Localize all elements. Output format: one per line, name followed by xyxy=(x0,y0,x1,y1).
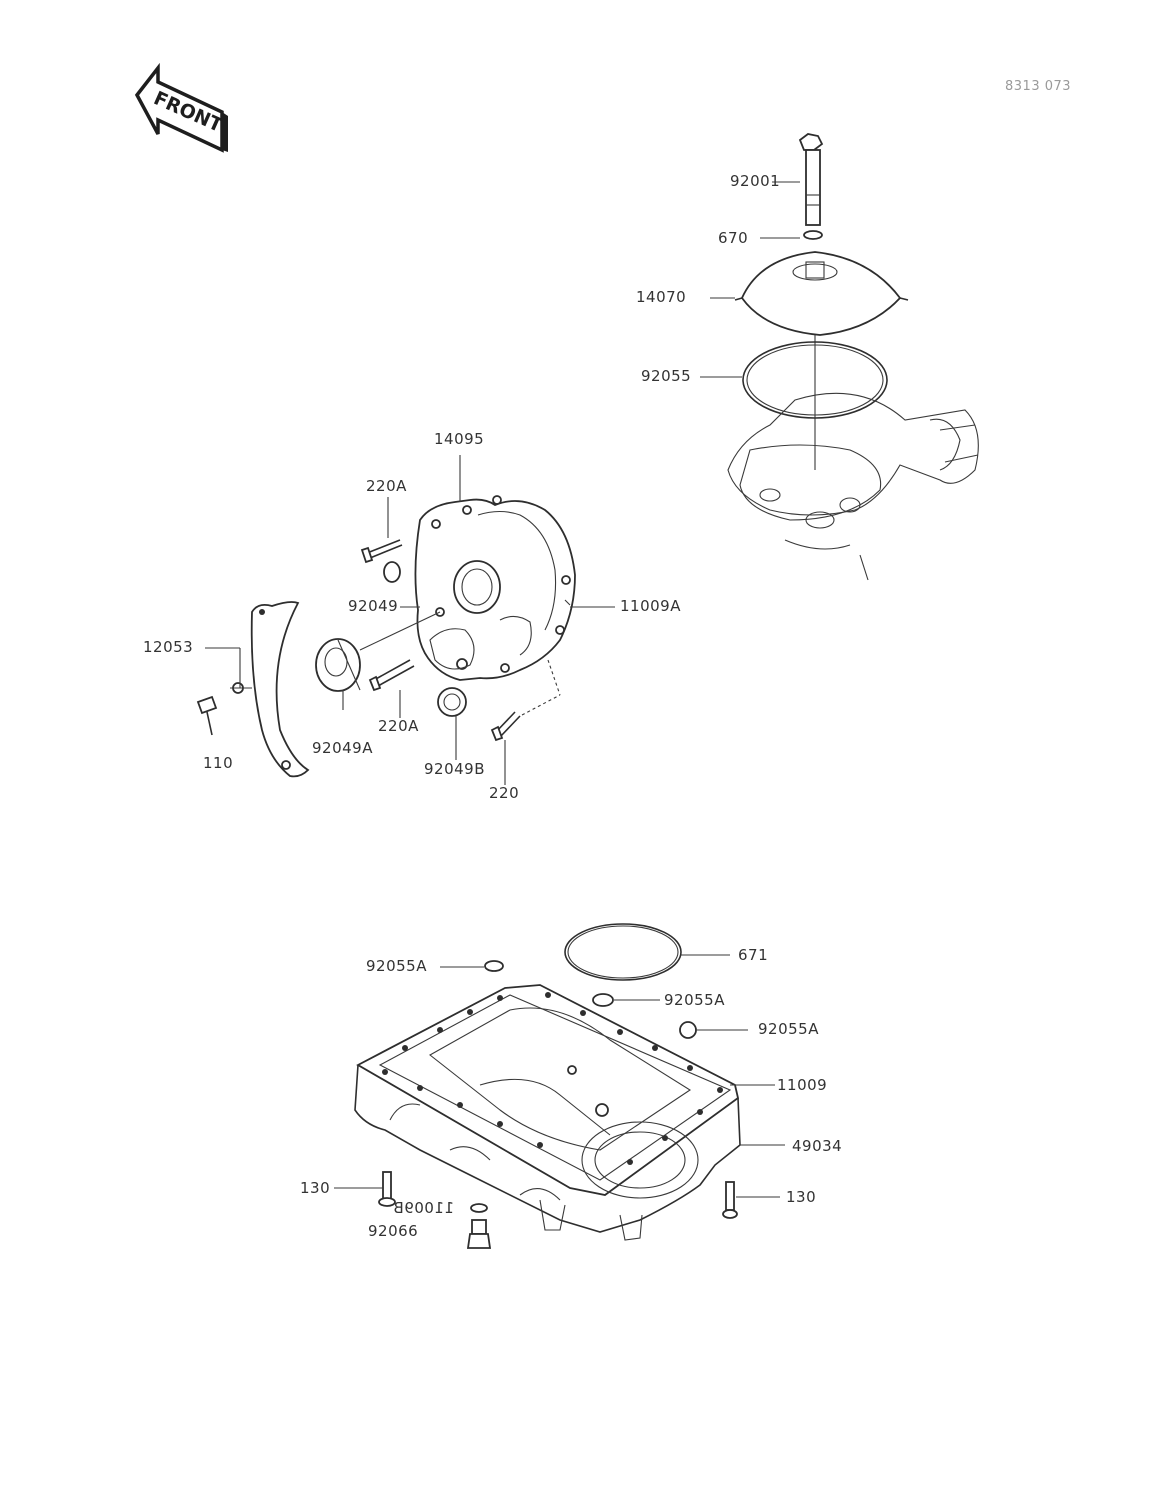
callout-92049B: 92049B xyxy=(424,760,486,778)
callout-92055A-2: 92055A xyxy=(664,991,725,1009)
callout-49034: 49034 xyxy=(792,1137,843,1155)
callout-92055: 92055 xyxy=(641,367,692,385)
oil-filter-assembly xyxy=(727,133,979,581)
callout-671: 671 xyxy=(738,946,769,964)
callout-130-left: 130 xyxy=(300,1179,331,1197)
callout-92049A: 92049A xyxy=(312,739,373,757)
callout-11009A: 11009A xyxy=(620,597,681,615)
callout-130-right: 130 xyxy=(786,1188,817,1206)
oil-pan-assembly xyxy=(354,923,741,1249)
callout-92049: 92049 xyxy=(348,597,399,615)
callout-11009B: 11009B xyxy=(393,1199,455,1217)
leader-lines xyxy=(205,181,800,1198)
cover-assembly xyxy=(196,495,576,785)
callout-220A-top: 220A xyxy=(366,477,407,495)
callout-670: 670 xyxy=(718,229,749,247)
reference-code: 8313 073 xyxy=(1005,79,1072,94)
callout-220: 220 xyxy=(489,784,520,802)
callout-92055A-3: 92055A xyxy=(758,1020,819,1038)
front-arrow-icon: FRONT xyxy=(134,62,228,153)
callout-12053: 12053 xyxy=(143,638,194,656)
callout-92001: 92001 xyxy=(730,172,781,190)
callout-110: 110 xyxy=(203,754,234,772)
callout-11009: 11009 xyxy=(777,1076,828,1094)
callout-92066: 92066 xyxy=(368,1222,419,1240)
callout-14095: 14095 xyxy=(434,430,485,448)
callout-14070: 14070 xyxy=(636,288,687,306)
callout-220A-mid: 220A xyxy=(378,717,419,735)
callout-11009B-text: 11009B xyxy=(393,1199,455,1217)
callout-92055A-1: 92055A xyxy=(366,957,427,975)
